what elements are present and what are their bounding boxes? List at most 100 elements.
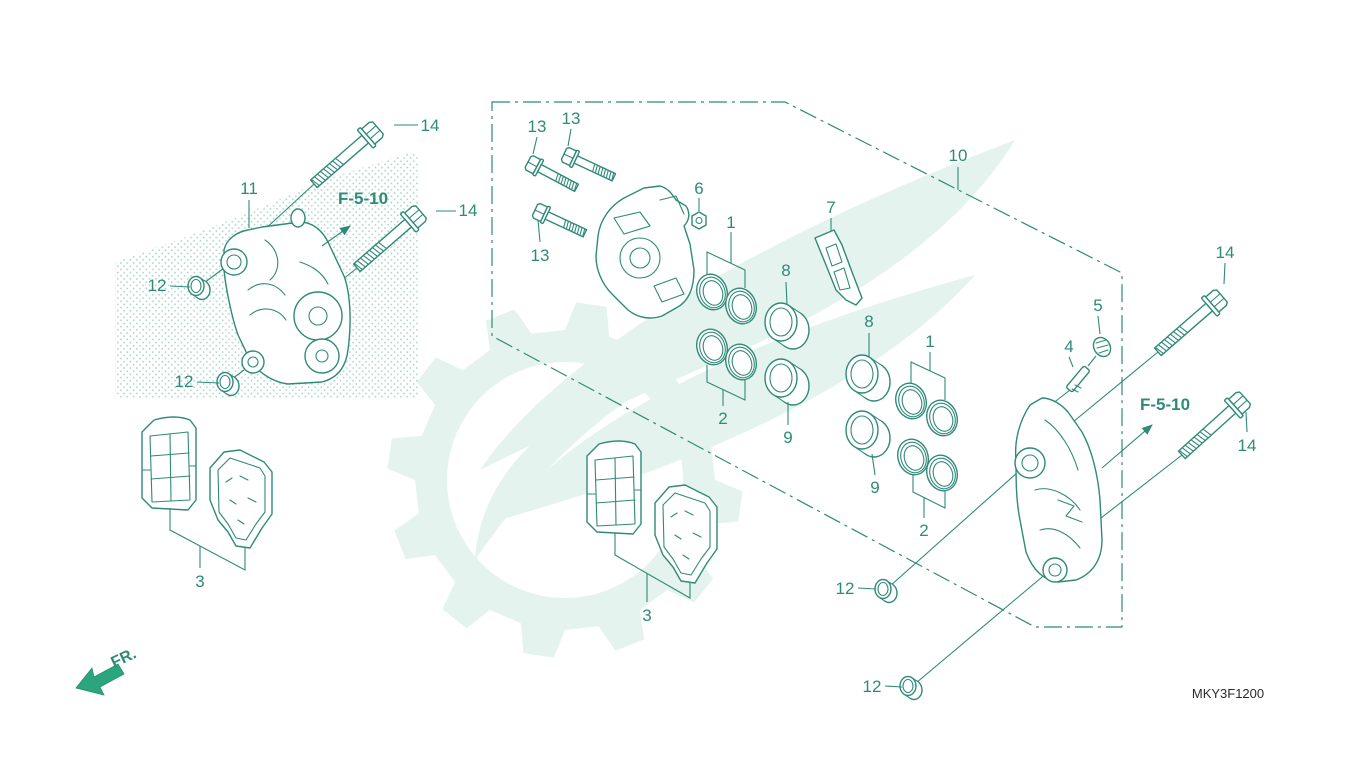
callout-bolt-short-1[interactable]: 13 xyxy=(528,117,547,136)
caliper-bracket xyxy=(596,186,694,318)
front-arrow-icon xyxy=(75,663,125,696)
pad-spring-cutout xyxy=(826,244,850,290)
seal-bracket xyxy=(912,475,946,509)
leader-line xyxy=(169,285,191,288)
pad-spring xyxy=(815,230,862,305)
leader-line xyxy=(889,471,1019,587)
caliper-mount-boss xyxy=(1043,558,1067,582)
bracket-outline xyxy=(596,186,694,318)
caliper-mount-boss xyxy=(221,249,247,275)
leader-line xyxy=(537,219,541,243)
pad-front-left xyxy=(141,416,197,511)
bleeder-cap xyxy=(1090,334,1114,359)
callout-seal-upper-left[interactable]: 12 xyxy=(148,276,167,295)
pad-front-kit xyxy=(586,440,642,535)
bleeder-valve-thread xyxy=(1072,385,1081,392)
leaf-watermark-lower xyxy=(475,380,660,560)
callout-nut[interactable]: 6 xyxy=(694,179,703,198)
nut xyxy=(692,212,706,229)
callout-piston-lower[interactable]: 9 xyxy=(783,428,792,447)
caliper-outline xyxy=(1016,398,1102,582)
callout-seal-lower-right[interactable]: 12 xyxy=(863,677,882,696)
callout-bolt-upper-left[interactable]: 14 xyxy=(421,116,440,135)
callout-labels: 14 14 11 12 12 3 13 13 13 6 1 8 7 10 2 9… xyxy=(148,109,1257,696)
front-direction-indicator: FR. xyxy=(75,645,140,696)
bolt-upper-right xyxy=(1149,286,1231,362)
leader-line xyxy=(1223,262,1226,285)
bracket-bore-inner xyxy=(630,248,650,268)
bracket-slot xyxy=(614,196,684,302)
pad-bracket-kit xyxy=(614,533,691,599)
callout-bolt-short-2[interactable]: 13 xyxy=(562,109,581,128)
pad-bracket-left xyxy=(169,508,246,571)
reference-arrow-left xyxy=(321,225,351,247)
leader-line xyxy=(196,381,220,384)
bracket-bore xyxy=(620,238,660,278)
leader-line xyxy=(1091,454,1183,526)
callout-bolt-short-3[interactable]: 13 xyxy=(531,246,550,265)
kit-boundary xyxy=(491,101,1123,628)
reference-arrow-right xyxy=(1101,424,1153,469)
callout-bolt-upper-right[interactable]: 14 xyxy=(1216,243,1235,262)
callout-pad-spring[interactable]: 7 xyxy=(826,198,835,217)
callout-bolt-lower-left[interactable]: 14 xyxy=(459,201,478,220)
leader-line xyxy=(884,685,903,688)
callout-piston-upper-right[interactable]: 8 xyxy=(864,312,873,331)
seal-bracket xyxy=(910,361,946,400)
seal-ring xyxy=(921,395,963,441)
piston xyxy=(845,410,891,458)
leader-line xyxy=(1097,315,1101,335)
bleeder-valve-body xyxy=(1066,366,1090,393)
leader-line xyxy=(261,183,315,233)
caliper-mount-hole xyxy=(248,357,258,367)
callout-piston-lower-right[interactable]: 9 xyxy=(870,478,879,497)
leader-line xyxy=(532,136,538,155)
callout-bleeder-valve[interactable]: 4 xyxy=(1064,337,1073,356)
caliper-piston-bore-inner xyxy=(309,307,327,325)
callout-seal-set-upper-right[interactable]: 1 xyxy=(925,332,934,351)
caliper-fitting xyxy=(291,209,305,227)
caliper-mount-hole xyxy=(227,255,241,269)
caliper-ridge xyxy=(248,240,328,320)
nut-body xyxy=(692,212,706,229)
leader-line xyxy=(857,587,877,590)
callout-kit[interactable]: 10 xyxy=(949,146,968,165)
callout-bleeder-cap[interactable]: 5 xyxy=(1093,296,1102,315)
leader-line xyxy=(203,267,225,284)
reference-label-right: F-5-10 xyxy=(1140,395,1190,414)
callout-seal-lower-left[interactable]: 12 xyxy=(175,372,194,391)
callout-leaders xyxy=(169,124,1248,688)
left-caliper-body xyxy=(221,209,350,384)
bleeder-valve xyxy=(1066,366,1090,393)
caliper-piston-bore-inner xyxy=(316,350,328,362)
callout-left-caliper[interactable]: 11 xyxy=(240,179,258,198)
leader-line xyxy=(1087,355,1097,367)
seal-bracket xyxy=(706,365,746,401)
callout-seal-set-lower-right[interactable]: 2 xyxy=(919,521,928,540)
nut-hole xyxy=(696,218,702,224)
reference-label-left: F-5-10 xyxy=(338,189,388,208)
left-caliper-assembly: F-5-10 xyxy=(141,118,430,571)
seal-bracket xyxy=(706,251,746,288)
callout-seal-upper-right[interactable]: 12 xyxy=(836,579,855,598)
callout-piston-upper[interactable]: 8 xyxy=(781,261,790,280)
right-caliper-body xyxy=(1015,398,1102,582)
leader-line xyxy=(567,128,572,147)
callout-pads-left[interactable]: 3 xyxy=(195,572,204,591)
seal-ring xyxy=(890,378,932,424)
callout-seal-set-upper[interactable]: 1 xyxy=(726,213,735,232)
leader-line xyxy=(785,281,788,306)
caliper-ridge xyxy=(1035,420,1082,548)
front-direction-label: FR. xyxy=(109,645,140,671)
pad-back-left xyxy=(209,449,273,549)
caliper-piston-bore xyxy=(305,339,339,373)
callout-pads-kit[interactable]: 3 xyxy=(642,606,651,625)
callout-seal-set-lower[interactable]: 2 xyxy=(718,409,727,428)
diagram-code: MKY3F1200 xyxy=(1192,686,1264,701)
kit-assembly xyxy=(523,145,963,602)
caliper-piston-bore xyxy=(294,292,342,340)
callout-bolt-lower-right[interactable]: 14 xyxy=(1238,436,1257,455)
seal-lower-right xyxy=(899,675,923,701)
leader-line xyxy=(915,571,1049,684)
